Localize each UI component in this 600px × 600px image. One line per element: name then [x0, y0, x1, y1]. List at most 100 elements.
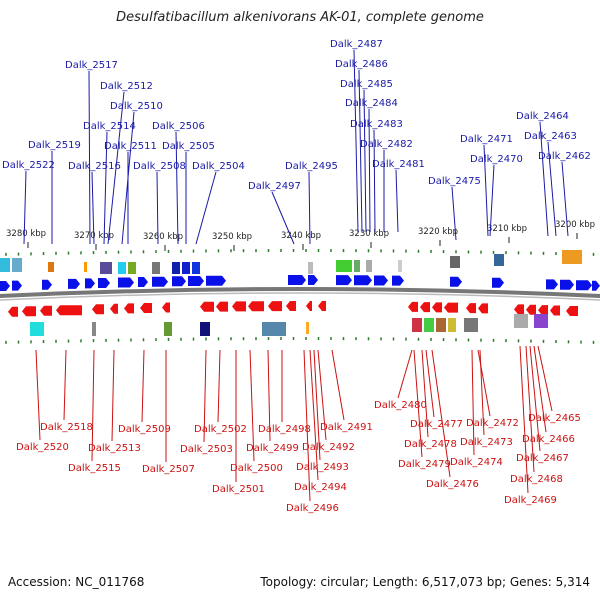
top-leader-line	[195, 171, 217, 245]
top-leader-line	[23, 170, 27, 245]
forward-gene-arrow	[592, 280, 600, 291]
bottom-gene-label: Dalk_2518	[40, 422, 93, 433]
feature-block	[336, 260, 352, 272]
genome-summary-label: Topology: circular; Length: 6,517,073 bp…	[260, 575, 590, 589]
feature-block-lower	[534, 314, 548, 328]
forward-gene-arrow	[354, 275, 372, 286]
top-gene-label: Dalk_2506	[152, 121, 205, 132]
top-gene-label: Dalk_2484	[345, 98, 398, 109]
bottom-gene-label: Dalk_2513	[88, 443, 141, 454]
forward-gene-arrow	[152, 276, 168, 287]
forward-gene-arrow	[85, 278, 95, 289]
reverse-gene-arrow	[248, 301, 264, 312]
feature-block	[172, 262, 180, 274]
top-leader-line	[91, 171, 95, 245]
bottom-gene-label: Dalk_2498	[258, 424, 311, 435]
top-leader-line	[308, 171, 311, 245]
top-leader-line	[271, 191, 295, 245]
feature-block	[152, 262, 160, 274]
bottom-gene-label: Dalk_2496	[286, 503, 339, 514]
top-leader-line	[107, 91, 125, 245]
top-gene-label: Dalk_2482	[360, 139, 413, 150]
bottom-leader-line	[421, 349, 429, 438]
forward-gene-arrow	[308, 275, 318, 286]
top-leader-line	[539, 121, 549, 237]
bottom-gene-label: Dalk_2507	[142, 464, 195, 475]
top-gene-label: Dalk_2481	[372, 159, 425, 170]
feature-block	[182, 262, 190, 274]
feature-block	[354, 260, 360, 272]
feature-block	[494, 254, 504, 266]
top-gene-label: Dalk_2511	[104, 141, 157, 152]
reverse-gene-arrow	[8, 306, 18, 317]
forward-gene-arrow	[172, 276, 186, 287]
forward-gene-arrow	[98, 278, 110, 289]
genome-title: Desulfatibacillum alkenivorans AK-01, co…	[116, 10, 484, 25]
bottom-leader-line	[431, 349, 451, 478]
forward-gene-arrow	[336, 275, 352, 286]
reverse-gene-arrow	[538, 305, 548, 316]
feature-block	[12, 258, 22, 272]
feature-block	[118, 262, 126, 274]
forward-gene-arrow	[0, 281, 10, 291]
top-gene-label: Dalk_2486	[335, 59, 388, 70]
top-gene-label: Dalk_2462	[538, 151, 591, 162]
bottom-leader-line	[479, 349, 485, 436]
accession-label: Accession: NC_011768	[8, 575, 145, 589]
bottom-leader-line	[331, 349, 345, 421]
bottom-leader-line	[35, 349, 41, 441]
top-gene-label: Dalk_2497	[248, 181, 301, 192]
reverse-gene-arrow	[92, 304, 104, 315]
reverse-gene-arrow	[110, 303, 118, 314]
bottom-gene-label: Dalk_2468	[510, 474, 563, 485]
bottom-gene-label: Dalk_2503	[180, 444, 233, 455]
forward-gene-arrow	[546, 279, 558, 290]
feature-block-lower	[412, 318, 422, 332]
bottom-gene-label: Dalk_2479	[398, 459, 451, 470]
genome-backbone-shadow	[0, 292, 600, 301]
reverse-gene-arrow	[444, 302, 458, 313]
bottom-leader-line	[249, 349, 255, 462]
bottom-gene-label: Dalk_2465	[528, 413, 581, 424]
top-leader-line	[489, 164, 495, 237]
reverse-gene-arrow	[466, 303, 476, 314]
bottom-leader-line	[529, 345, 541, 452]
feature-block	[308, 262, 313, 274]
bottom-leader-line	[537, 345, 553, 412]
top-leader-line	[561, 161, 569, 237]
scale-label: 3280 kbp	[6, 229, 46, 239]
bottom-gene-label: Dalk_2474	[450, 457, 503, 468]
bottom-gene-label: Dalk_2509	[118, 424, 171, 435]
scale-label: 3200 kbp	[555, 220, 595, 230]
bottom-gene-label: Dalk_2502	[194, 424, 247, 435]
forward-gene-arrow	[188, 276, 204, 287]
reverse-gene-arrow	[22, 306, 36, 317]
bottom-leader-line	[413, 349, 423, 458]
bottom-leader-line	[141, 349, 145, 423]
feature-block-lower	[262, 322, 286, 336]
feature-block-lower	[200, 322, 210, 336]
feature-block-lower	[92, 322, 96, 336]
reverse-gene-arrow	[432, 302, 442, 313]
top-gene-label: Dalk_2514	[83, 121, 136, 132]
forward-gene-arrow	[492, 277, 504, 288]
feature-block	[128, 262, 136, 274]
top-gene-label: Dalk_2516	[68, 161, 121, 172]
reverse-gene-arrow	[268, 301, 282, 312]
top-gene-label: Dalk_2517	[65, 60, 118, 71]
bottom-gene-label: Dalk_2492	[302, 442, 355, 453]
bottom-gene-label: Dalk_2520	[16, 442, 69, 453]
bottom-gene-label: Dalk_2477	[410, 419, 463, 430]
reverse-gene-arrow	[318, 301, 326, 312]
feature-block	[100, 262, 112, 274]
bottom-gene-label: Dalk_2500	[230, 463, 283, 474]
scale-label: 3230 kbp	[349, 229, 389, 239]
bottom-leader-line	[471, 349, 475, 456]
forward-gene-arrow	[288, 275, 306, 286]
feature-block	[48, 262, 54, 272]
forward-gene-arrow	[12, 280, 22, 291]
top-leader-line	[373, 129, 376, 233]
top-leader-line	[103, 131, 108, 245]
bottom-leader-line	[525, 345, 535, 473]
